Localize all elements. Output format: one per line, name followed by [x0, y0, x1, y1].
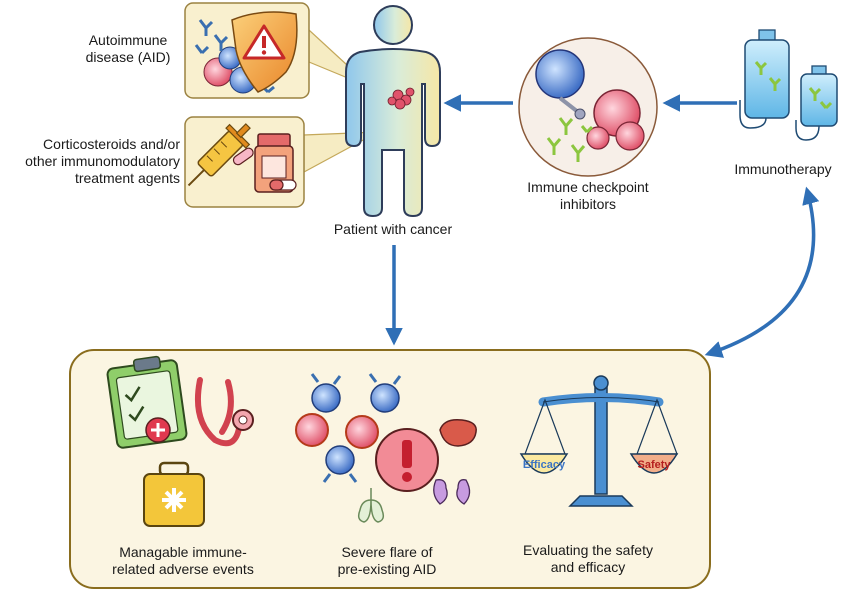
- syringe-icon: [187, 123, 251, 187]
- aid-label: Autoimmune disease (AID): [85, 32, 171, 65]
- clipboard-icon: [106, 355, 188, 449]
- alert-icon: [375, 428, 439, 492]
- immunotherapy-label: Immunotherapy: [734, 161, 832, 177]
- flare-label: Severe flare of pre-existing AID: [337, 544, 437, 577]
- warning-shield-icon: [231, 11, 298, 93]
- first-aid-kit-icon: [143, 461, 205, 527]
- efficacy-pan-label: Efficacy: [522, 459, 566, 471]
- safety-pan-label: Safety: [637, 459, 671, 471]
- corticosteroids-label: Corticosteroids and/or other immunomodul…: [25, 136, 180, 186]
- immune-cells-flare-icon: [295, 373, 402, 483]
- liver-icon: [439, 418, 477, 447]
- patient-label: Patient with cancer: [333, 221, 453, 237]
- iv-bag-icon: [739, 29, 838, 141]
- autoimmune-cells-icon: [194, 19, 275, 94]
- evaluating-label: Evaluating the safety and efficacy: [523, 542, 653, 575]
- patient-figure-icon: [345, 5, 441, 218]
- lungs-icon: [357, 488, 385, 523]
- balance-scale-icon: [519, 375, 679, 507]
- pill-bottle-icon: [232, 133, 297, 193]
- checkpoint-inhibitor-icon: [518, 37, 658, 177]
- tumor-icon: [387, 87, 415, 110]
- manageable-label: Managable immune- related adverse events: [112, 544, 254, 577]
- stethoscope-icon: [194, 377, 254, 447]
- checkpoint-label: Immune checkpoint inhibitors: [527, 179, 649, 212]
- arrow-immunotherapy-outcomes-bidirectional: [704, 186, 820, 358]
- kidneys-icon: [433, 479, 471, 505]
